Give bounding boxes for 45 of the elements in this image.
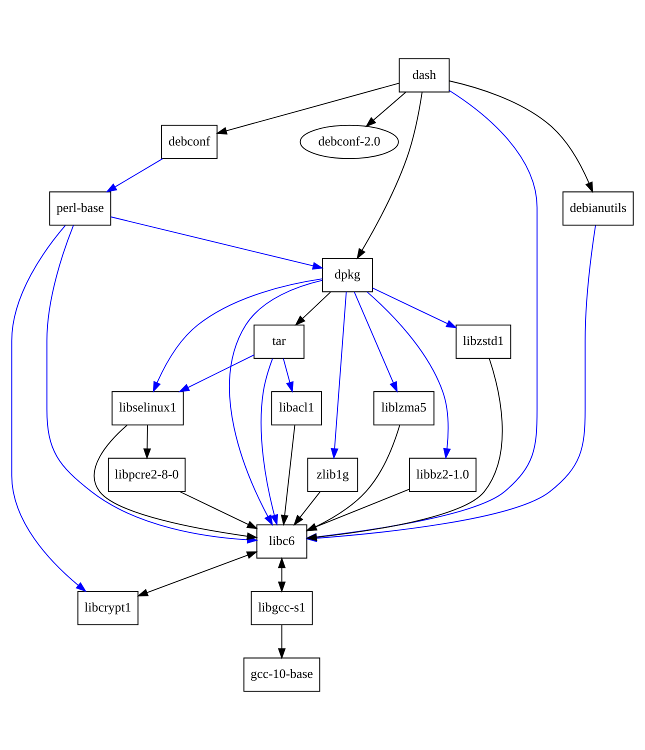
node-box: libpcre2-8-0: [108, 458, 186, 492]
arrow: [179, 491, 258, 530]
node-box: libbz2-1.0: [408, 458, 476, 492]
arrow: [282, 358, 294, 393]
node-ellipse: debconf-2.0: [300, 124, 399, 160]
arrow: [306, 424, 400, 532]
node-box: gcc-10-base: [243, 658, 320, 692]
node-box: debconf: [161, 124, 218, 160]
node-box: tar: [254, 324, 304, 359]
arrow: [372, 288, 458, 328]
arrow: [110, 216, 324, 270]
arrow: [366, 291, 451, 460]
arrow: [293, 491, 321, 526]
node-box: libc6: [256, 524, 308, 559]
node-box: libacl1: [271, 391, 322, 426]
arrow: [106, 158, 164, 192]
arrow: [330, 291, 347, 460]
arrow: [152, 278, 323, 393]
node-box: libgcc-s1: [250, 590, 313, 626]
arrow: [216, 82, 400, 134]
node-box: debianutils: [562, 191, 634, 226]
arrow: [280, 424, 296, 526]
node-box: libcrypt1: [77, 590, 138, 626]
node-box: zlib1g: [307, 458, 358, 492]
arrow: [448, 80, 594, 194]
node-box: libzstd1: [456, 324, 512, 359]
arrow: [294, 292, 332, 326]
arrow: [278, 557, 286, 593]
node-box: dpkg: [322, 258, 373, 292]
arrow: [278, 624, 286, 660]
node-box: dash: [398, 58, 450, 92]
arrow: [143, 424, 152, 460]
arrow: [306, 488, 410, 531]
arrow: [365, 92, 406, 128]
arrow: [260, 358, 278, 526]
node-box: libselinux1: [112, 391, 184, 426]
arrow: [94, 424, 258, 540]
node-box: liblzma5: [373, 391, 434, 426]
arrow: [11, 225, 87, 592]
arrow: [354, 291, 398, 393]
arrow: [178, 354, 254, 392]
node-box: perl-base: [49, 191, 112, 226]
arrow: [229, 280, 323, 526]
arrow: [136, 551, 258, 596]
arrow: [356, 92, 423, 260]
